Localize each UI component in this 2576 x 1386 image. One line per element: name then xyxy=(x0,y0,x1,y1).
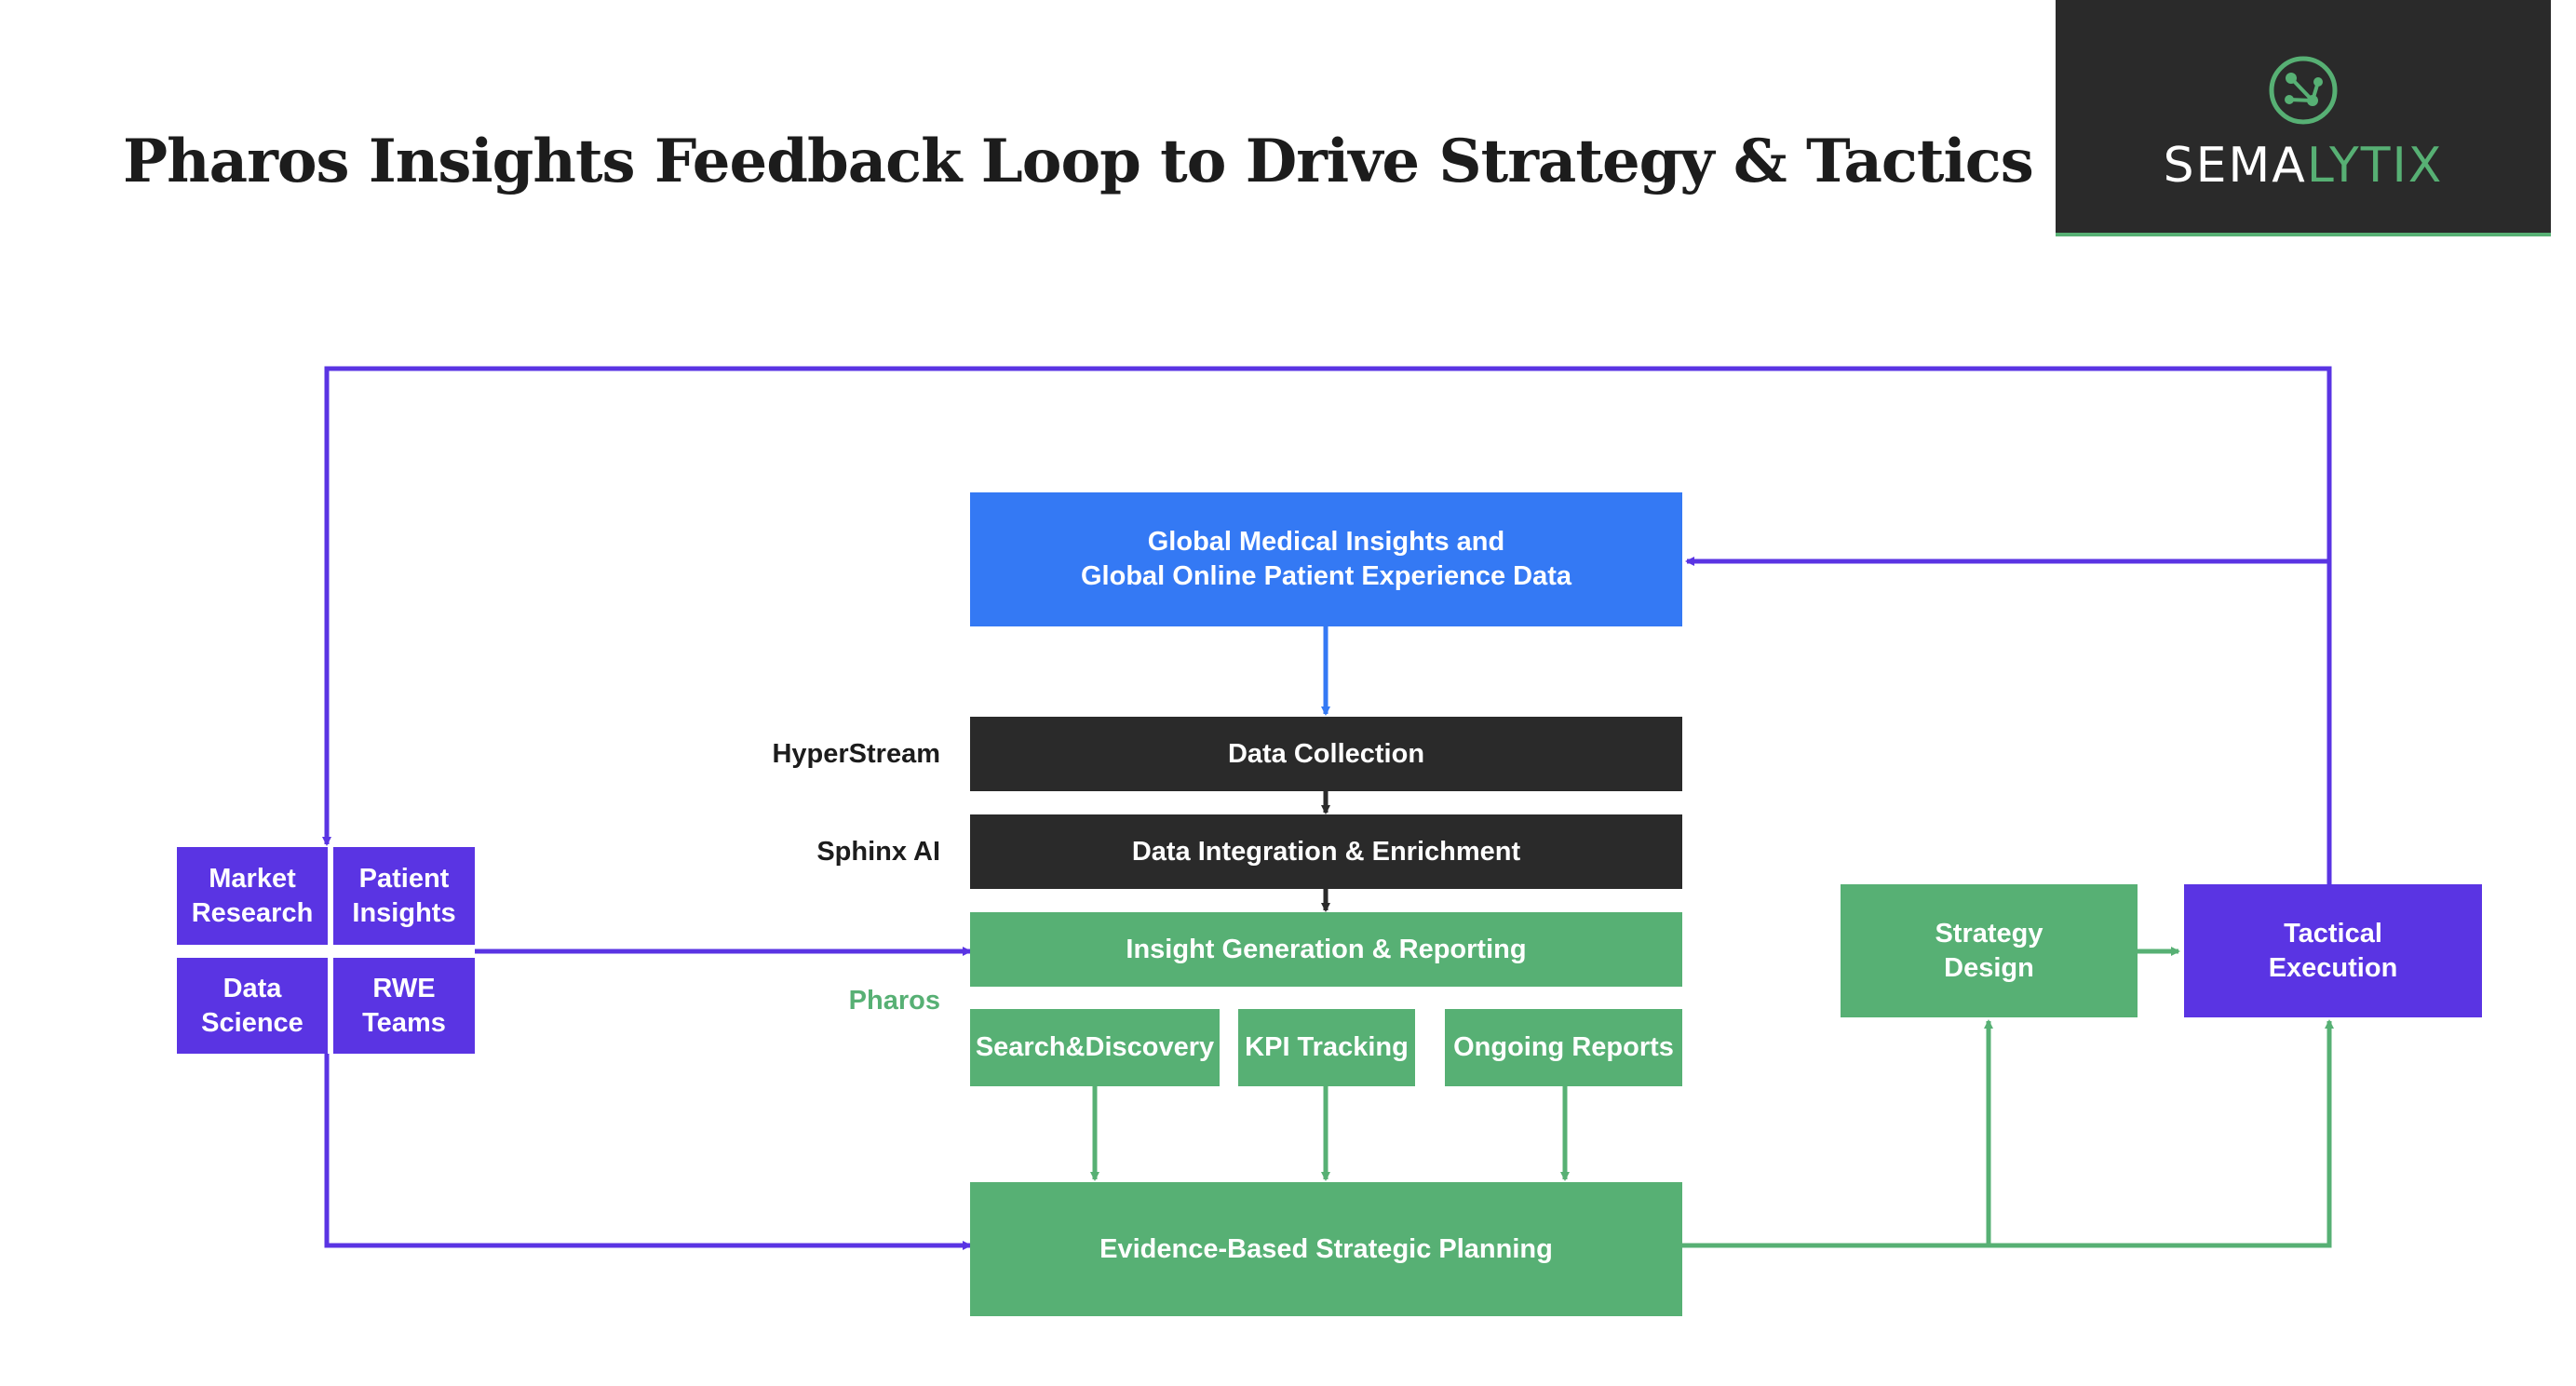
ongoing-reports-box: Ongoing Reports xyxy=(1445,1009,1682,1086)
patient-insights-box: Patient Insights xyxy=(333,847,475,945)
data-science-box: Data Science xyxy=(177,958,328,1054)
strategic-planning-box: Evidence-Based Strategic Planning xyxy=(970,1182,1682,1316)
global-data-box: Global Medical Insights and Global Onlin… xyxy=(970,492,1682,626)
pharos-label: Pharos xyxy=(848,986,940,1016)
sphinx-label: Sphinx AI xyxy=(816,837,940,867)
network-logo-icon xyxy=(2269,56,2338,125)
logo-wordmark: SEMALYTIX xyxy=(2163,138,2444,194)
hyperstream-label: HyperStream xyxy=(772,739,940,769)
data-collection-box: Data Collection xyxy=(970,717,1682,791)
strategy-design-box: Strategy Design xyxy=(1841,884,2138,1017)
data-integration-box: Data Integration & Enrichment xyxy=(970,814,1682,889)
rwe-teams-box: RWE Teams xyxy=(333,958,475,1054)
insight-generation-box: Insight Generation & Reporting xyxy=(970,912,1682,987)
search-discovery-box: Search&Discovery xyxy=(970,1009,1220,1086)
tactical-execution-box: Tactical Execution xyxy=(2184,884,2482,1017)
kpi-tracking-box: KPI Tracking xyxy=(1238,1009,1415,1086)
insight-divider xyxy=(976,987,1677,1009)
market-research-box: Market Research xyxy=(177,847,328,945)
page-title: Pharos Insights Feedback Loop to Drive S… xyxy=(123,127,2034,196)
semalytix-logo: SEMALYTIX xyxy=(2056,0,2551,236)
